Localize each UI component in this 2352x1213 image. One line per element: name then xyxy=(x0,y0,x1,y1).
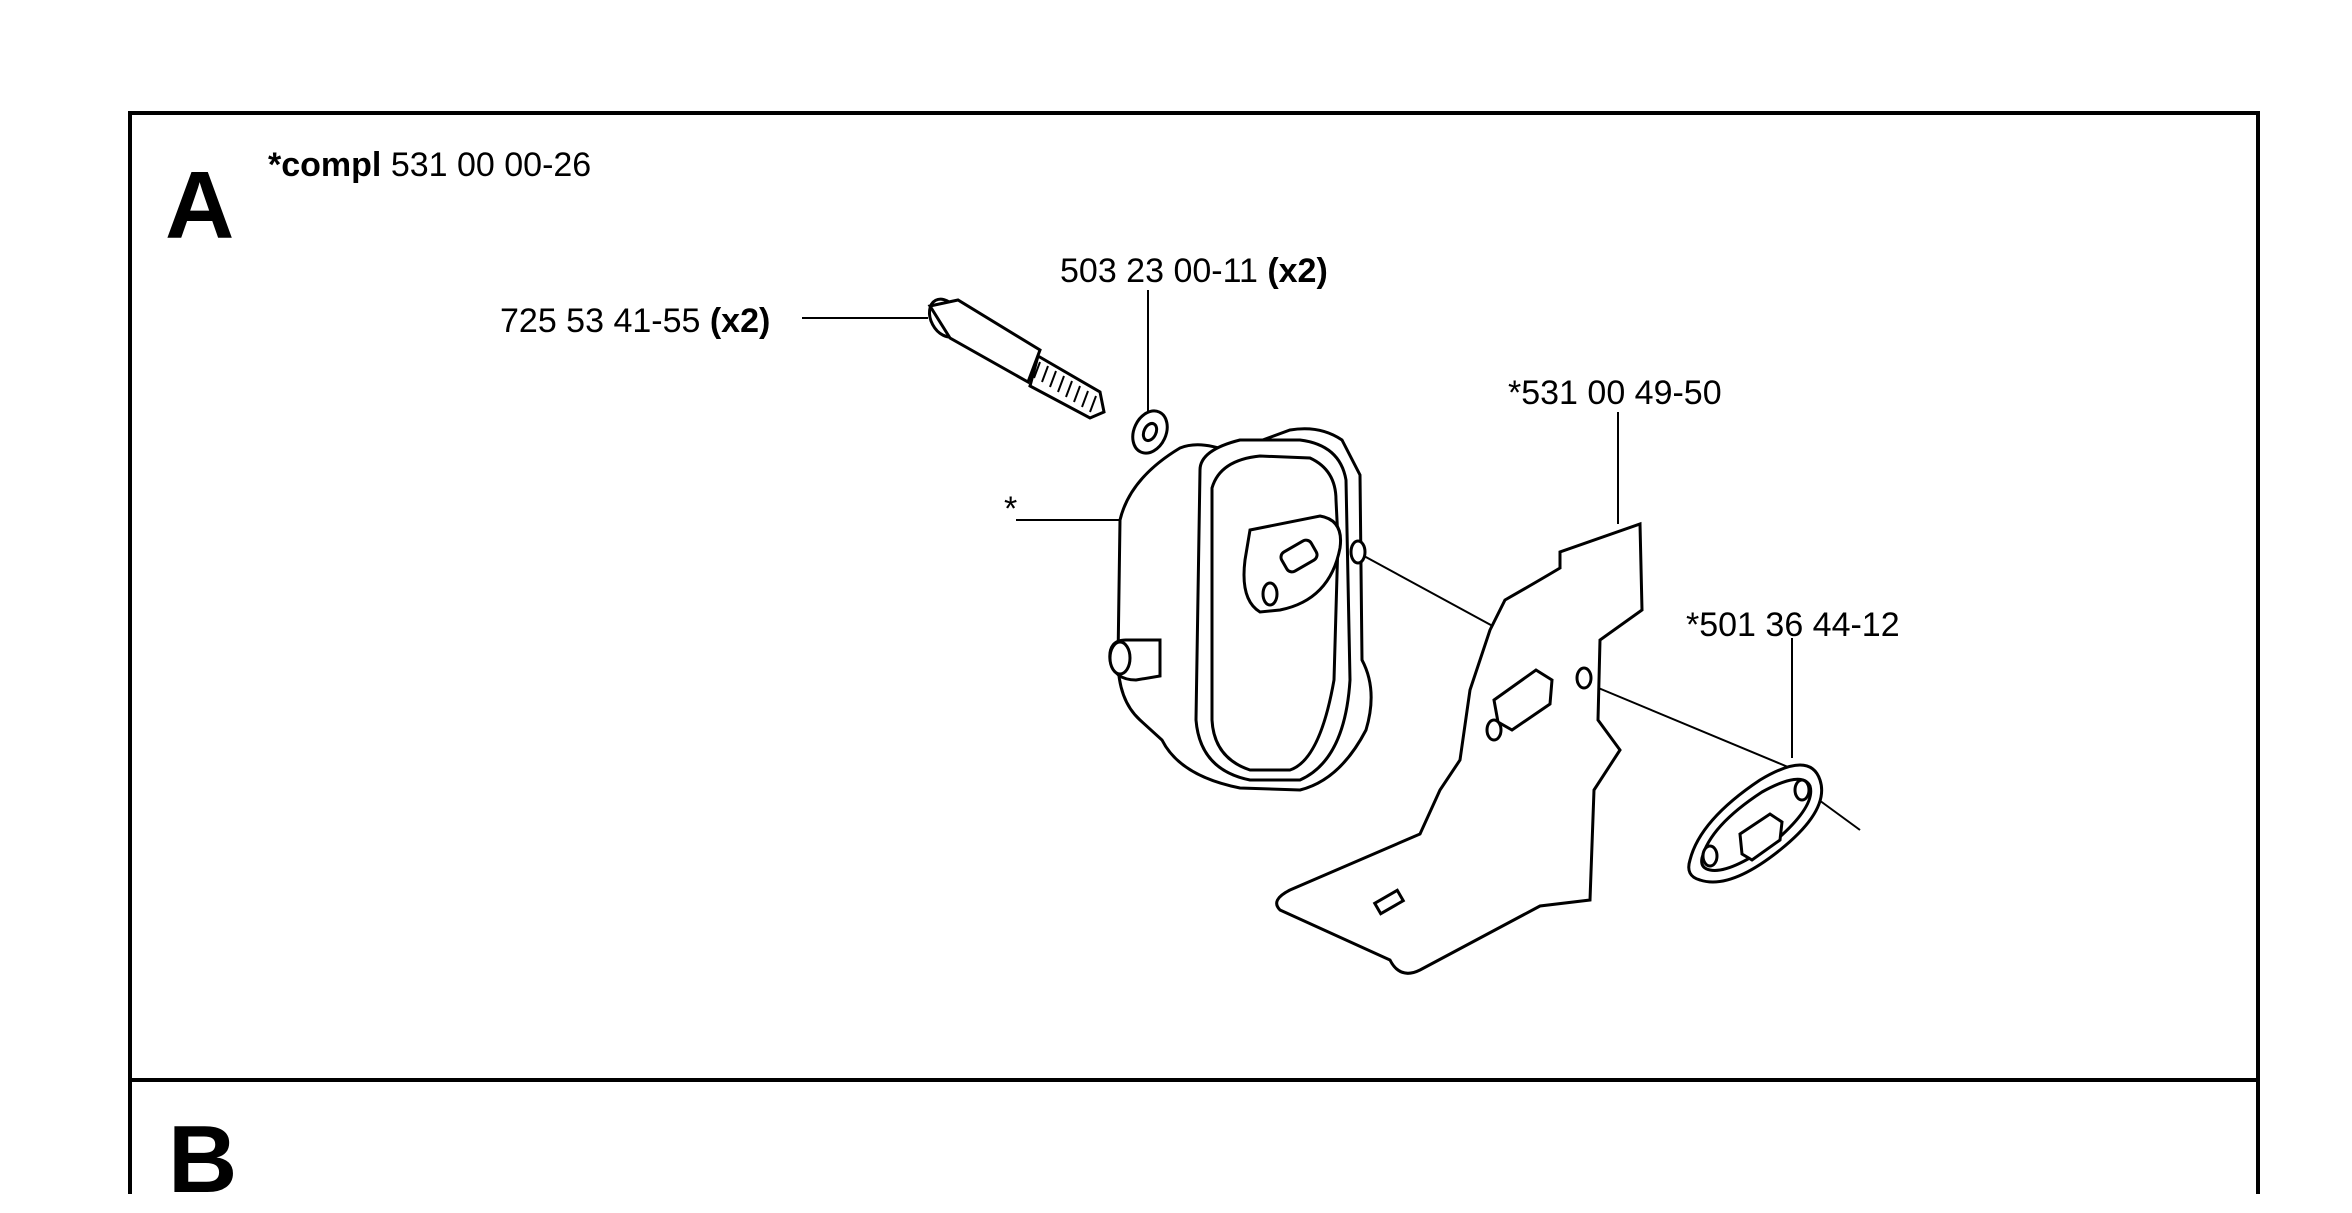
diagram-frame xyxy=(128,111,2260,1194)
washer-number: 503 23 00-11 xyxy=(1060,252,1258,290)
compl-prefix: *compl xyxy=(268,146,382,184)
gasket-drawing xyxy=(1687,763,1824,884)
screw-number: 725 53 41-55 xyxy=(500,302,701,340)
muffler-label: * xyxy=(1004,490,1018,528)
compl-number: 531 00 00-26 xyxy=(390,146,592,184)
washer-qty: (x2) xyxy=(1267,252,1328,290)
washer-drawing xyxy=(1131,409,1169,455)
muffler-drawing xyxy=(1108,427,1373,792)
screw-label: 725 53 41-55 (x2) xyxy=(500,304,770,338)
section-b-letter: B xyxy=(168,1106,238,1213)
gasket-label: *501 36 44-12 xyxy=(1686,606,1900,644)
screw-drawing xyxy=(927,297,1106,420)
bracket-drawing xyxy=(1275,521,1644,975)
washer-label: 503 23 00-11 (x2) xyxy=(1060,254,1328,288)
leader-lines xyxy=(802,290,1861,831)
screw-qty: (x2) xyxy=(709,302,771,340)
section-a-compl-label: *compl 531 00 00-26 xyxy=(268,148,591,182)
bracket-label: *531 00 49-50 xyxy=(1508,374,1722,412)
section-a-letter: A xyxy=(165,152,235,259)
